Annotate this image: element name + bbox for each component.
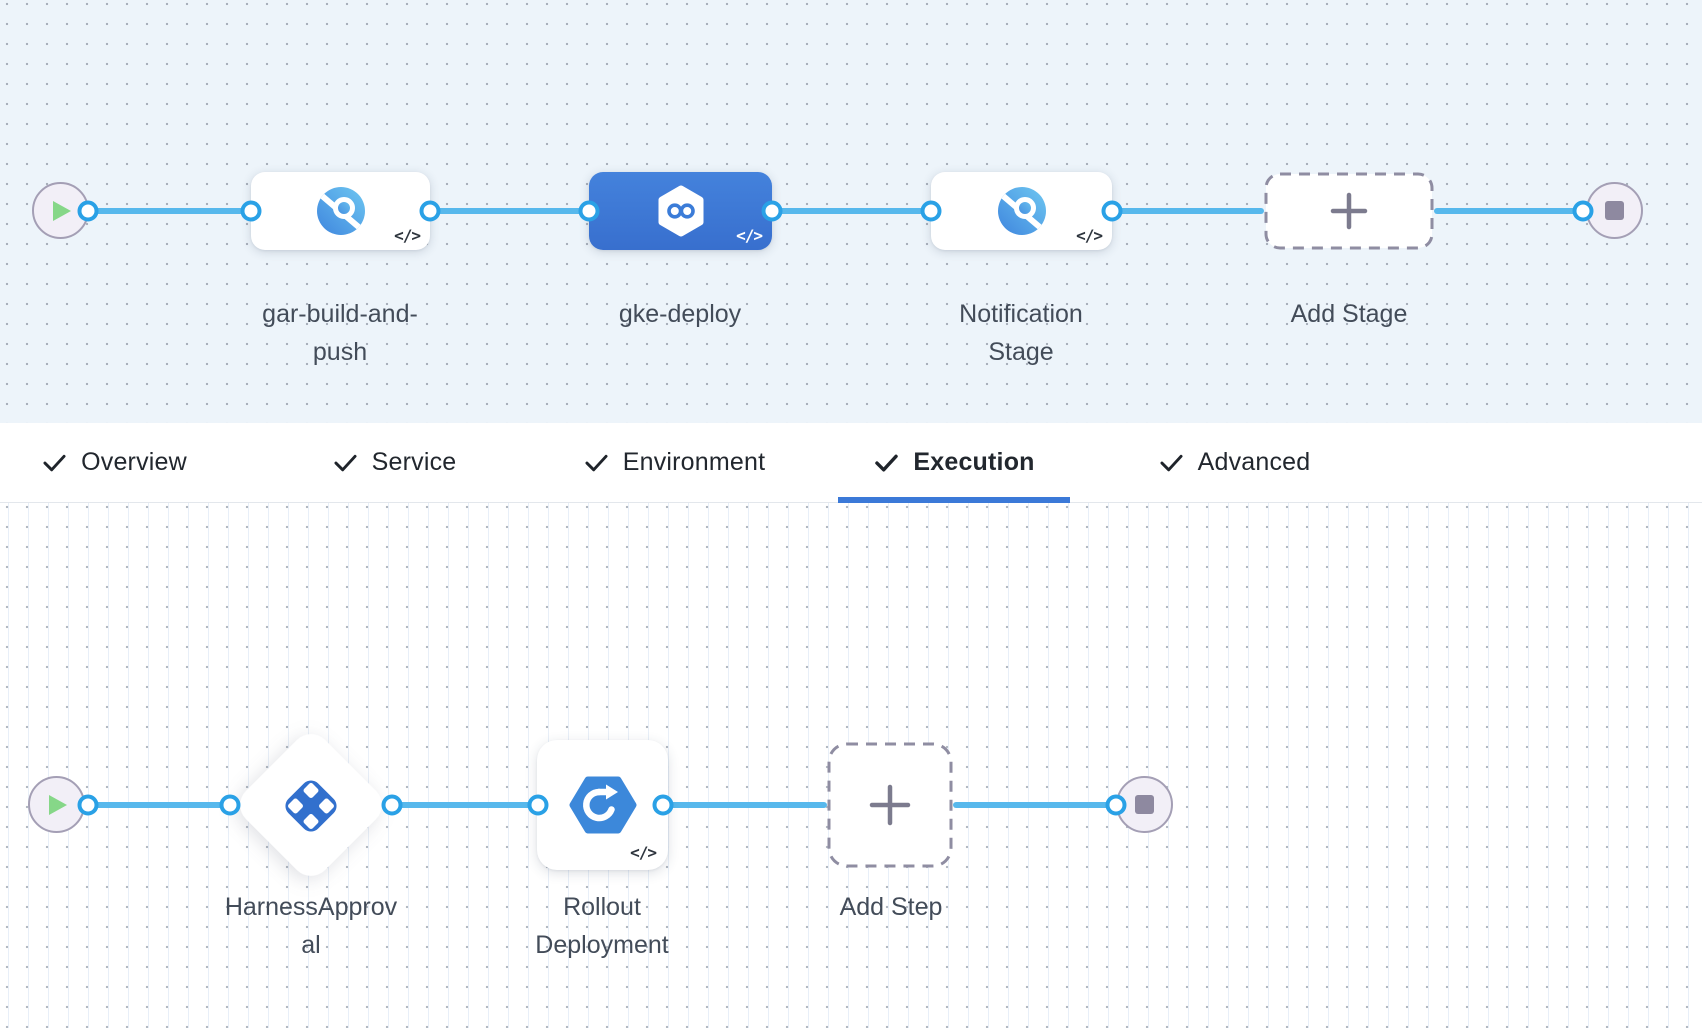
edge	[1434, 208, 1583, 214]
edge	[88, 208, 251, 214]
tab-overview[interactable]: Overview	[0, 423, 254, 502]
gke-rollout-icon	[569, 776, 636, 834]
step-card-rollout-deployment[interactable]: </>	[537, 740, 668, 870]
port[interactable]	[761, 200, 783, 222]
port[interactable]	[381, 794, 403, 816]
stage-card-notification-stage[interactable]: </>	[931, 172, 1112, 250]
tab-label: Environment	[622, 448, 766, 476]
custom-stage-icon	[316, 187, 365, 235]
port[interactable]	[652, 794, 674, 816]
stage-card-gar-build-and-push[interactable]: </>	[251, 172, 430, 250]
step-card-harness-approval[interactable]	[231, 725, 391, 885]
port[interactable]	[77, 200, 99, 222]
custom-stage-icon	[997, 187, 1046, 235]
port[interactable]	[527, 794, 549, 816]
check-icon	[334, 454, 357, 472]
tab-label: Overview	[81, 448, 187, 476]
port[interactable]	[1572, 200, 1594, 222]
edge	[663, 802, 827, 808]
edge	[1112, 208, 1264, 214]
tab-label: Advanced	[1197, 448, 1311, 476]
port[interactable]	[77, 794, 99, 816]
plus-icon	[1330, 192, 1368, 230]
port[interactable]	[578, 200, 600, 222]
stage-card-gke-deploy[interactable]: </>	[589, 172, 772, 250]
stop-icon	[1135, 795, 1154, 814]
stage-label: gar-build-and- push	[262, 300, 418, 366]
tab-service[interactable]: Service	[254, 423, 534, 502]
tab-label: Service	[371, 448, 457, 476]
step-label: HarnessApprov al	[224, 893, 398, 959]
play-icon	[53, 201, 71, 221]
edge	[392, 802, 538, 808]
port[interactable]	[219, 794, 241, 816]
check-icon	[43, 454, 66, 472]
edge	[430, 208, 589, 214]
execution-canvas[interactable]: </> HarnessApprov al Rollout Deployment …	[0, 503, 1702, 1028]
edge	[772, 208, 931, 214]
port[interactable]	[920, 200, 942, 222]
tab-execution[interactable]: Execution	[814, 423, 1094, 503]
stage-config-tabbar: Overview Service Environment Execution	[0, 423, 1702, 503]
add-stage-button[interactable]	[1264, 172, 1434, 250]
tab-advanced[interactable]: Advanced	[1094, 423, 1374, 502]
edge	[88, 802, 230, 808]
check-icon	[585, 454, 608, 472]
tab-row: Overview Service Environment Execution	[0, 423, 1374, 503]
code-icon: </>	[1076, 226, 1103, 245]
execution-start-node	[28, 776, 85, 833]
cd-stage-icon	[658, 185, 703, 237]
port[interactable]	[1101, 200, 1123, 222]
stage-label: gke-deploy	[618, 300, 742, 328]
stage-label: Notification Stage	[959, 300, 1083, 366]
step-label: Rollout Deployment	[535, 893, 669, 959]
plus-icon	[869, 784, 911, 826]
add-step-label: Add Step	[839, 893, 943, 921]
tab-environment[interactable]: Environment	[534, 423, 814, 502]
add-step-button[interactable]	[827, 742, 953, 868]
edge	[953, 802, 1116, 808]
code-icon: </>	[394, 226, 421, 245]
tab-label: Execution	[913, 448, 1035, 476]
code-icon: </>	[736, 226, 763, 245]
port[interactable]	[240, 200, 262, 222]
port[interactable]	[419, 200, 441, 222]
play-icon	[49, 795, 67, 815]
check-icon	[1160, 454, 1183, 472]
stop-icon	[1605, 201, 1624, 220]
port[interactable]	[1105, 794, 1127, 816]
check-icon	[875, 454, 899, 472]
pipeline-end-node	[1586, 182, 1643, 239]
stage-canvas[interactable]: </> </>	[0, 0, 1702, 423]
code-icon: </>	[630, 843, 657, 862]
add-stage-label: Add Stage	[1290, 300, 1408, 328]
